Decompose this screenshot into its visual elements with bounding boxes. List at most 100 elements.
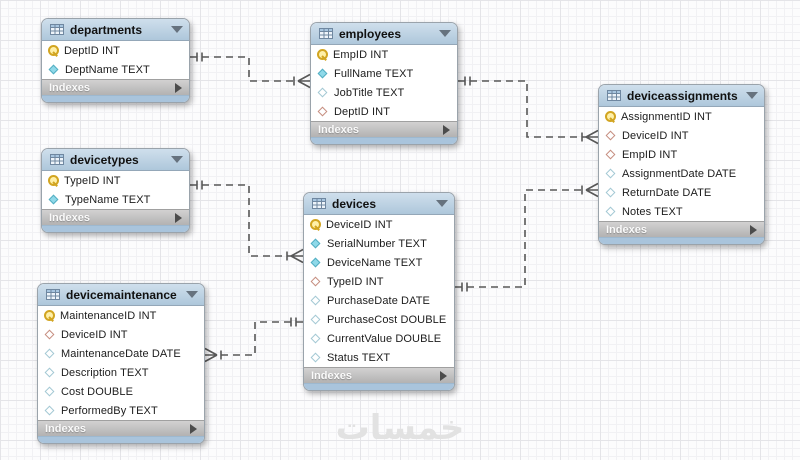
indexes-bar[interactable]: Indexes xyxy=(599,221,764,237)
table-header[interactable]: employees xyxy=(311,23,457,45)
column-row[interactable]: DeviceID INT xyxy=(599,126,764,145)
column-row[interactable]: SerialNumber TEXT xyxy=(304,234,454,253)
expand-arrow-icon[interactable] xyxy=(175,212,182,223)
diamond-open-icon xyxy=(310,352,321,363)
table-header[interactable]: devicetypes xyxy=(42,149,189,171)
column-row[interactable]: FullName TEXT xyxy=(311,64,457,83)
column-row[interactable]: DeptName TEXT xyxy=(42,60,189,79)
indexes-bar[interactable]: Indexes xyxy=(311,121,457,137)
table-departments[interactable]: departments DeptID INT DeptName TEXT Ind… xyxy=(41,18,190,103)
table-employees[interactable]: employees EmpID INT FullName TEXT JobTit… xyxy=(310,22,458,145)
column-row[interactable]: CurrentValue DOUBLE xyxy=(304,329,454,348)
indexes-bar[interactable]: Indexes xyxy=(42,209,189,225)
table-header[interactable]: devices xyxy=(304,193,454,215)
table-footer-strip xyxy=(599,237,764,244)
column-row[interactable]: Cost DOUBLE xyxy=(38,382,204,401)
column-row[interactable]: TypeID INT xyxy=(42,171,189,190)
table-header[interactable]: devicemaintenance xyxy=(38,284,204,306)
column-row[interactable]: EmpID INT xyxy=(599,145,764,164)
column-row[interactable]: DeptID INT xyxy=(311,102,457,121)
table-deviceassignments[interactable]: deviceassignments AssignmentID INT Devic… xyxy=(598,84,765,245)
indexes-bar[interactable]: Indexes xyxy=(42,79,189,95)
column-label: TypeID INT xyxy=(327,275,384,288)
relationship-devices-devicemaintenance[interactable] xyxy=(204,317,303,363)
column-row[interactable]: TypeName TEXT xyxy=(42,190,189,209)
diamond-open-icon xyxy=(605,187,616,198)
collapse-triangle-icon[interactable] xyxy=(186,291,198,298)
column-row[interactable]: MaintenanceID INT xyxy=(38,306,204,325)
table-header[interactable]: departments xyxy=(42,19,189,41)
table-devices[interactable]: devices DeviceID INT SerialNumber TEXT D… xyxy=(303,192,455,391)
relationship-devices-deviceassignments[interactable] xyxy=(455,182,599,292)
column-row[interactable]: Status TEXT xyxy=(304,348,454,367)
column-label: DeviceID INT xyxy=(61,328,128,341)
collapse-triangle-icon[interactable] xyxy=(171,156,183,163)
column-row[interactable]: DeviceName TEXT xyxy=(304,253,454,272)
table-title: departments xyxy=(70,22,143,37)
table-header[interactable]: deviceassignments xyxy=(599,85,764,107)
key-icon xyxy=(44,310,55,321)
column-label: ReturnDate DATE xyxy=(622,186,712,199)
expand-arrow-icon[interactable] xyxy=(190,423,197,434)
table-columns: MaintenanceID INT DeviceID INT Maintenan… xyxy=(38,306,204,420)
table-grid-icon xyxy=(50,154,64,165)
column-row[interactable]: TypeID INT xyxy=(304,272,454,291)
column-label: PurchaseDate DATE xyxy=(327,294,430,307)
collapse-triangle-icon[interactable] xyxy=(746,92,758,99)
diamond-fk-icon xyxy=(310,276,321,287)
column-row[interactable]: DeviceID INT xyxy=(38,325,204,344)
indexes-label: Indexes xyxy=(49,81,90,94)
indexes-bar[interactable]: Indexes xyxy=(304,367,454,383)
indexes-label: Indexes xyxy=(45,422,86,435)
diamond-open-icon xyxy=(44,367,55,378)
column-row[interactable]: DeviceID INT xyxy=(304,215,454,234)
diamond-open-icon xyxy=(310,333,321,344)
table-title: deviceassignments xyxy=(627,88,738,103)
table-columns: DeptID INT DeptName TEXT xyxy=(42,41,189,79)
key-icon xyxy=(317,49,328,60)
diamond-fk-icon xyxy=(317,106,328,117)
column-row[interactable]: Notes TEXT xyxy=(599,202,764,221)
table-devicetypes[interactable]: devicetypes TypeID INT TypeName TEXT Ind… xyxy=(41,148,190,233)
expand-arrow-icon[interactable] xyxy=(750,224,757,235)
expand-arrow-icon[interactable] xyxy=(175,82,182,93)
relationship-departments-employees[interactable] xyxy=(190,52,311,89)
table-columns: TypeID INT TypeName TEXT xyxy=(42,171,189,209)
column-label: CurrentValue DOUBLE xyxy=(327,332,442,345)
table-devicemaintenance[interactable]: devicemaintenance MaintenanceID INT Devi… xyxy=(37,283,205,444)
table-title: devicemaintenance xyxy=(66,287,177,302)
column-row[interactable]: Description TEXT xyxy=(38,363,204,382)
key-icon xyxy=(48,45,59,56)
diamond-filled-icon xyxy=(310,238,321,249)
column-row[interactable]: AssignmentID INT xyxy=(599,107,764,126)
relationship-employees-deviceassignments[interactable] xyxy=(458,76,599,145)
column-row[interactable]: ReturnDate DATE xyxy=(599,183,764,202)
column-row[interactable]: JobTitle TEXT xyxy=(311,83,457,102)
column-row[interactable]: DeptID INT xyxy=(42,41,189,60)
column-label: JobTitle TEXT xyxy=(334,86,405,99)
expand-arrow-icon[interactable] xyxy=(440,370,447,381)
relationship-devicetypes-devices[interactable] xyxy=(190,180,304,264)
collapse-triangle-icon[interactable] xyxy=(439,30,451,37)
diamond-open-icon xyxy=(44,348,55,359)
expand-arrow-icon[interactable] xyxy=(443,124,450,135)
key-icon xyxy=(605,111,616,122)
diamond-filled-icon xyxy=(317,68,328,79)
column-row[interactable]: PurchaseDate DATE xyxy=(304,291,454,310)
column-row[interactable]: PurchaseCost DOUBLE xyxy=(304,310,454,329)
indexes-label: Indexes xyxy=(318,123,359,136)
column-row[interactable]: PerformedBy TEXT xyxy=(38,401,204,420)
table-title: devicetypes xyxy=(70,152,139,167)
column-row[interactable]: MaintenanceDate DATE xyxy=(38,344,204,363)
table-grid-icon xyxy=(50,24,64,35)
column-label: AssignmentID INT xyxy=(621,110,712,123)
table-grid-icon xyxy=(46,289,60,300)
collapse-triangle-icon[interactable] xyxy=(436,200,448,207)
column-row[interactable]: AssignmentDate DATE xyxy=(599,164,764,183)
table-grid-icon xyxy=(319,28,333,39)
key-icon xyxy=(48,175,59,186)
column-row[interactable]: EmpID INT xyxy=(311,45,457,64)
indexes-bar[interactable]: Indexes xyxy=(38,420,204,436)
collapse-triangle-icon[interactable] xyxy=(171,26,183,33)
